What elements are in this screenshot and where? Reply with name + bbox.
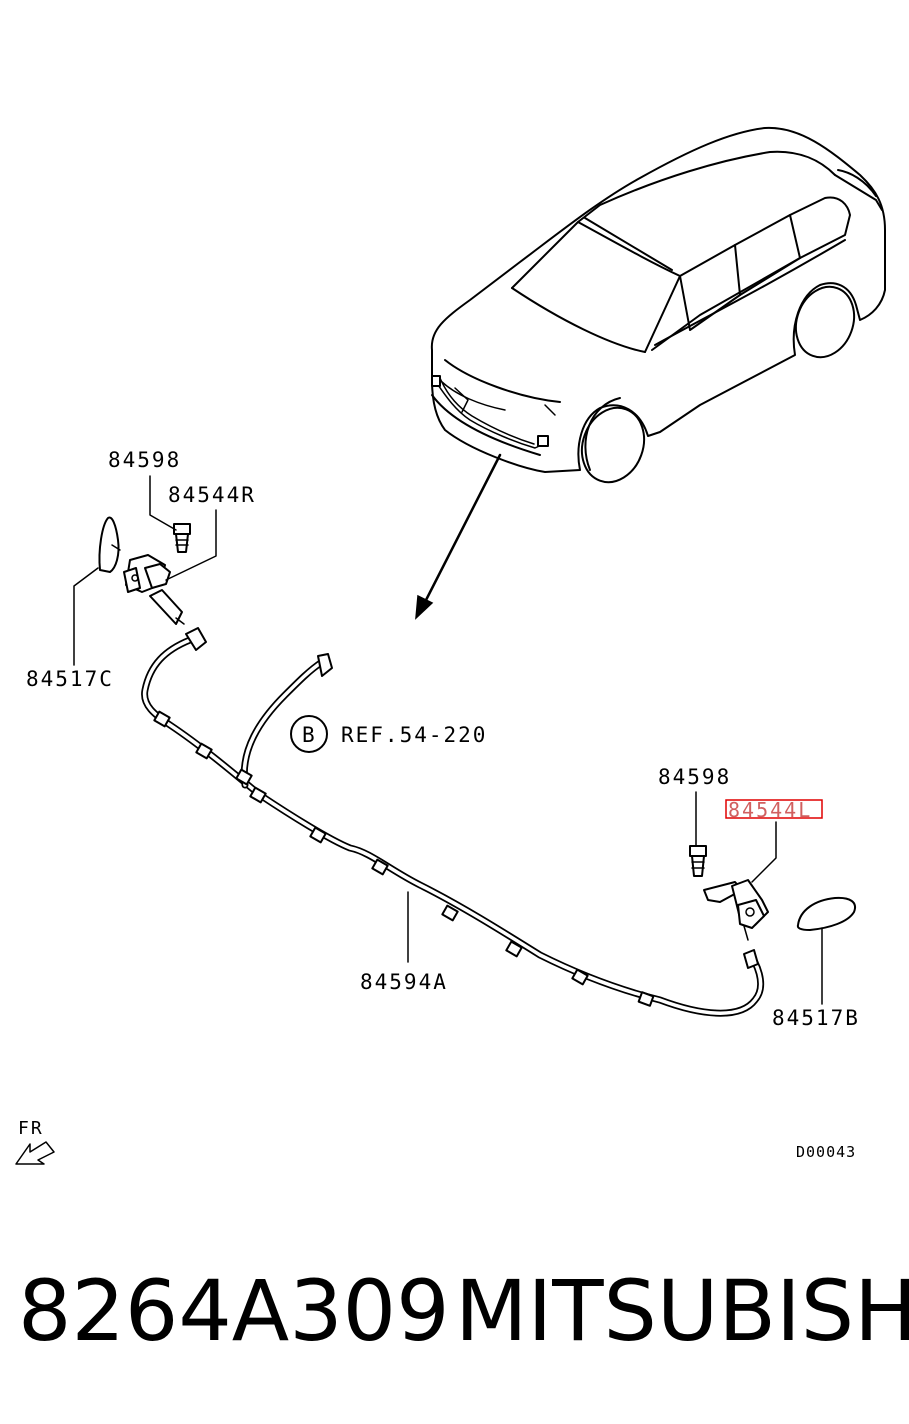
- label-84594A: 84594A: [360, 970, 448, 994]
- right-washer-nozzle: [689, 791, 856, 1005]
- fr-arrow-icon: [15, 1141, 55, 1165]
- parts-diagram: 84598 84544R 84517C B REF.54-220 84598 8…: [15, 126, 886, 1165]
- ref-circle-b: [290, 715, 328, 753]
- left-washer-nozzle: [98, 516, 191, 625]
- label-84544L: 84544L: [728, 798, 812, 822]
- label-fr: FR: [18, 1118, 44, 1139]
- left-leaders: [73, 475, 217, 666]
- label-84598-right: 84598: [658, 765, 731, 789]
- part-number: 8264A309: [18, 1262, 450, 1360]
- vehicle-illustration: [430, 126, 886, 484]
- drawing-code: D00043: [796, 1143, 856, 1161]
- label-ref: REF.54-220: [341, 723, 487, 747]
- highlight-box: [725, 799, 823, 819]
- label-84544R: 84544R: [168, 483, 256, 507]
- washer-hose: [141, 627, 764, 1017]
- label-84517B: 84517B: [772, 1006, 860, 1030]
- footer: 8264A309 MITSUBISHI: [0, 1262, 909, 1382]
- ref-circle-letter: B: [302, 723, 315, 747]
- label-84598-left: 84598: [108, 448, 181, 472]
- brand-name: MITSUBISHI: [455, 1262, 909, 1360]
- view-arrow: [415, 453, 502, 620]
- callout-labels: 84598 84544R 84517C B REF.54-220 84598 8…: [15, 448, 860, 1165]
- label-84517C: 84517C: [26, 667, 114, 691]
